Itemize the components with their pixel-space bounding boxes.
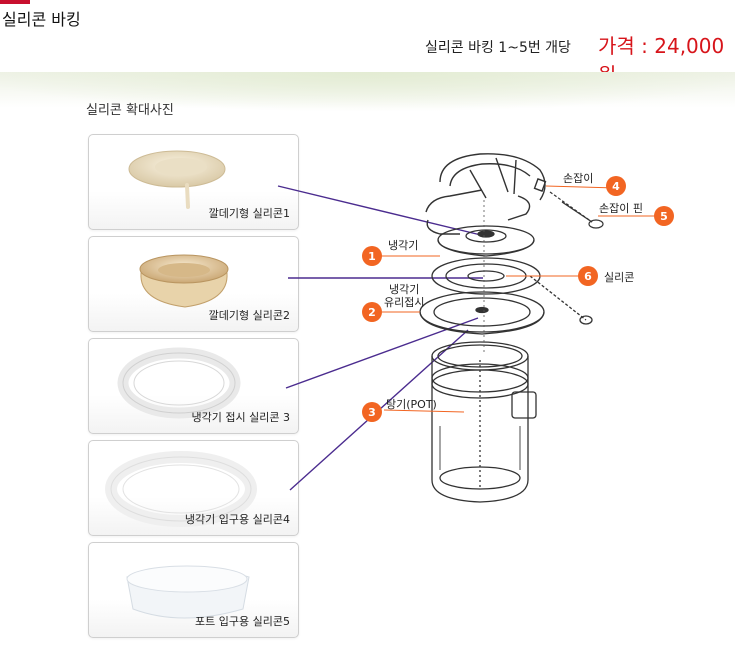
svg-text:2: 2 — [368, 306, 376, 319]
page-title: 실리콘 바킹 — [2, 10, 81, 29]
plate-silicone-3-image — [117, 347, 241, 419]
callout-badge-1: 1 — [362, 246, 382, 266]
silicone-card-1: 깔데기형 실리콘1 — [88, 134, 299, 230]
svg-text:4: 4 — [612, 180, 620, 193]
card-label: 냉각기 입구용 실리콘4 — [184, 513, 290, 526]
card-label: 포트 입구용 실리콘5 — [195, 615, 290, 628]
glass-plate-part — [419, 291, 545, 335]
callout-label-silicone: 실리콘 — [604, 271, 635, 284]
exploded-diagram: 1 2 3 4 5 6 — [362, 153, 674, 503]
card-label: 깔데기형 실리콘1 — [208, 207, 290, 220]
callout-label-pot: 탕기(POT) — [386, 398, 437, 411]
pot-part — [431, 341, 537, 503]
callout-label-handle-pin: 손잡이 핀 — [599, 202, 643, 215]
product-description: 실리콘 바킹 1~5번 개당 — [425, 40, 571, 56]
svg-text:3: 3 — [368, 406, 376, 419]
callout-pointers — [380, 185, 658, 413]
silicone-card-5: 포트 입구용 실리콘5 — [88, 542, 299, 638]
silicone-card-4: 냉각기 입구용 실리콘4 — [88, 440, 299, 536]
handle-pin-part — [549, 191, 604, 229]
funnel-silicone-2-image — [139, 254, 229, 308]
callout-badge-2: 2 — [362, 302, 382, 322]
callout-badge-6: 6 — [578, 266, 598, 286]
handle-part — [425, 153, 547, 235]
title-accent-bar — [0, 0, 30, 4]
card-label: 깔데기형 실리콘2 — [208, 309, 290, 322]
callout-badge-4: 4 — [606, 176, 626, 196]
silicone-card-3: 냉각기 접시 실리콘 3 — [88, 338, 299, 434]
svg-text:1: 1 — [368, 250, 376, 263]
callout-label-glass-plate: 냉각기 유리접시 — [384, 283, 425, 309]
callout-label-cooler: 냉각기 — [388, 239, 419, 252]
silicone-ring-part — [431, 257, 593, 325]
callout-badge-3: 3 — [362, 402, 382, 422]
svg-text:6: 6 — [584, 270, 592, 283]
cooler-inlet-silicone-4-image — [105, 451, 257, 527]
card-label: 냉각기 접시 실리콘 3 — [191, 411, 290, 424]
svg-text:5: 5 — [660, 210, 668, 223]
silicone-card-2: 깔데기형 실리콘2 — [88, 236, 299, 332]
callout-label-handle: 손잡이 — [563, 172, 594, 185]
funnel-silicone-1-image — [128, 150, 226, 209]
callout-badge-5: 5 — [654, 206, 674, 226]
section-title: 실리콘 확대사진 — [86, 103, 174, 118]
pot-inlet-silicone-5-image — [126, 565, 250, 619]
connector-line-1 — [277, 185, 486, 237]
cooler-part — [437, 225, 535, 257]
